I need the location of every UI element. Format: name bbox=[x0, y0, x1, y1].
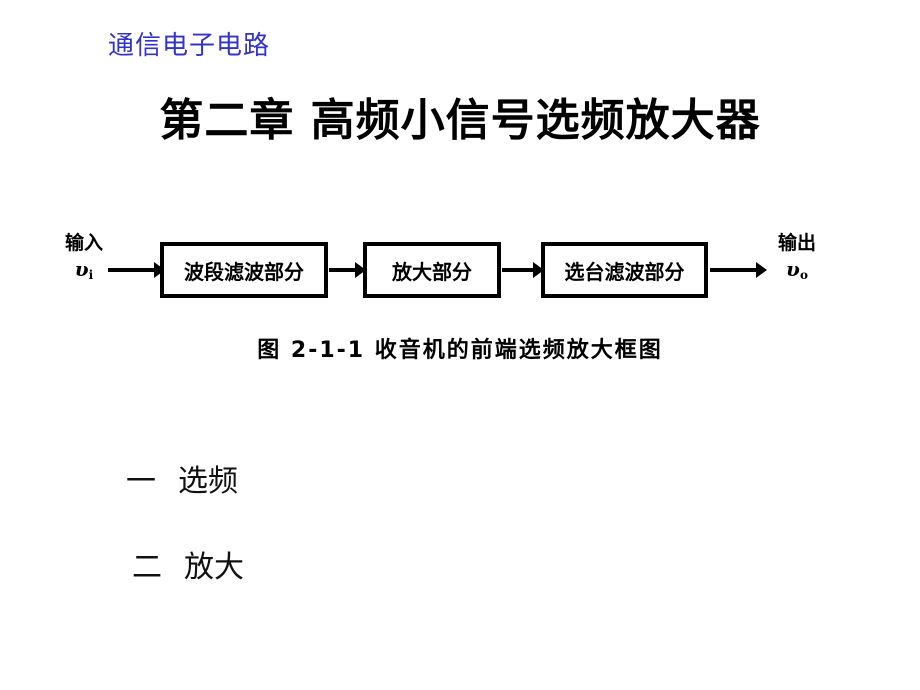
outline-item-1-label: 选频 bbox=[178, 465, 238, 498]
input-symbol-subscript: i bbox=[88, 268, 94, 282]
arrow-amp-to-tune bbox=[502, 262, 544, 278]
figure-caption: 图 2-1-1 收音机的前端选频放大框图 bbox=[257, 338, 663, 363]
output-symbol-glyph: υ bbox=[786, 257, 800, 281]
input-symbol: υi bbox=[48, 257, 120, 287]
arrow-tune-to-output bbox=[710, 262, 767, 278]
arrow-band-to-amp bbox=[329, 262, 366, 278]
page-title: 第二章 高频小信号选频放大器 bbox=[159, 95, 761, 146]
diagram-output-label: 输出 υo bbox=[758, 232, 836, 287]
slide-header-subject: 通信电子电路 bbox=[108, 31, 271, 60]
input-symbol-glyph: υ bbox=[74, 257, 89, 281]
input-label-text: 输入 bbox=[64, 232, 103, 254]
arrow-input-to-band bbox=[108, 262, 165, 278]
output-label-text: 输出 bbox=[777, 232, 816, 254]
outline-item-2-label: 放大 bbox=[184, 551, 244, 584]
outline-item-2: 二放大 bbox=[132, 548, 244, 588]
output-symbol-subscript: o bbox=[799, 268, 808, 282]
block-band-filter: 波段滤波部分 bbox=[160, 242, 328, 298]
output-symbol: υo bbox=[758, 257, 836, 287]
outline-item-1-number: 一 bbox=[126, 465, 156, 498]
outline-item-1: 一选频 bbox=[126, 462, 238, 502]
block-channel-filter: 选台滤波部分 bbox=[541, 242, 708, 298]
diagram-input-label: 输入 υi bbox=[48, 232, 120, 287]
outline-item-2-number: 二 bbox=[132, 551, 162, 584]
block-amplifier: 放大部分 bbox=[363, 242, 501, 298]
